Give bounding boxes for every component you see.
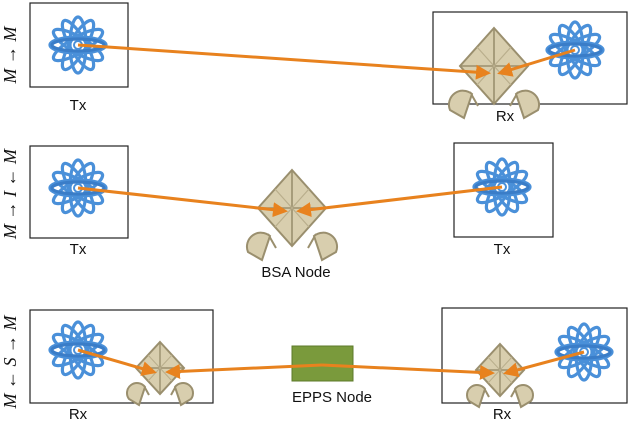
row-2-right-box xyxy=(453,142,554,238)
photon-link xyxy=(503,350,585,378)
row-1: M → M Tx Rx xyxy=(0,2,628,125)
row-3-side-label: M ← S → M xyxy=(0,315,20,410)
photon-link xyxy=(497,48,576,77)
row-3-left-label: Rx xyxy=(69,406,88,423)
row-3-right-label: Rx xyxy=(493,406,512,423)
photon-link xyxy=(165,363,323,379)
photon-link xyxy=(77,186,288,218)
epps-source-icon xyxy=(291,345,354,382)
row-2-left-label: Tx xyxy=(70,241,87,258)
bsa-node-label: BSA Node xyxy=(261,264,330,281)
photon-link xyxy=(77,348,157,376)
row-3-right-box xyxy=(441,307,628,404)
row-2-right-label: Tx xyxy=(494,241,511,258)
row-1-left-box xyxy=(29,2,129,88)
photon-link xyxy=(296,185,503,218)
bsa-detector-icon xyxy=(245,169,339,261)
row-1-right-label: Rx xyxy=(496,108,515,125)
row-3: M ← S → M Rx EPPS Node Rx xyxy=(0,307,628,423)
photon-link xyxy=(321,363,495,380)
photon-link xyxy=(77,43,491,80)
bsa-detector-icon xyxy=(126,341,194,406)
row-1-side-label: M → M xyxy=(0,26,20,85)
row-1-left-label: Tx xyxy=(70,97,87,114)
row-2-side-label: M → I ← M xyxy=(0,148,20,240)
bsa-detector-icon xyxy=(466,343,534,408)
row-2-left-box xyxy=(29,145,129,239)
epps-node-label: EPPS Node xyxy=(292,389,372,406)
row-2: M → I ← M Tx BSA Node Tx xyxy=(0,142,554,281)
row-3-left-box xyxy=(29,309,214,404)
bsa-detector-icon xyxy=(447,27,541,119)
